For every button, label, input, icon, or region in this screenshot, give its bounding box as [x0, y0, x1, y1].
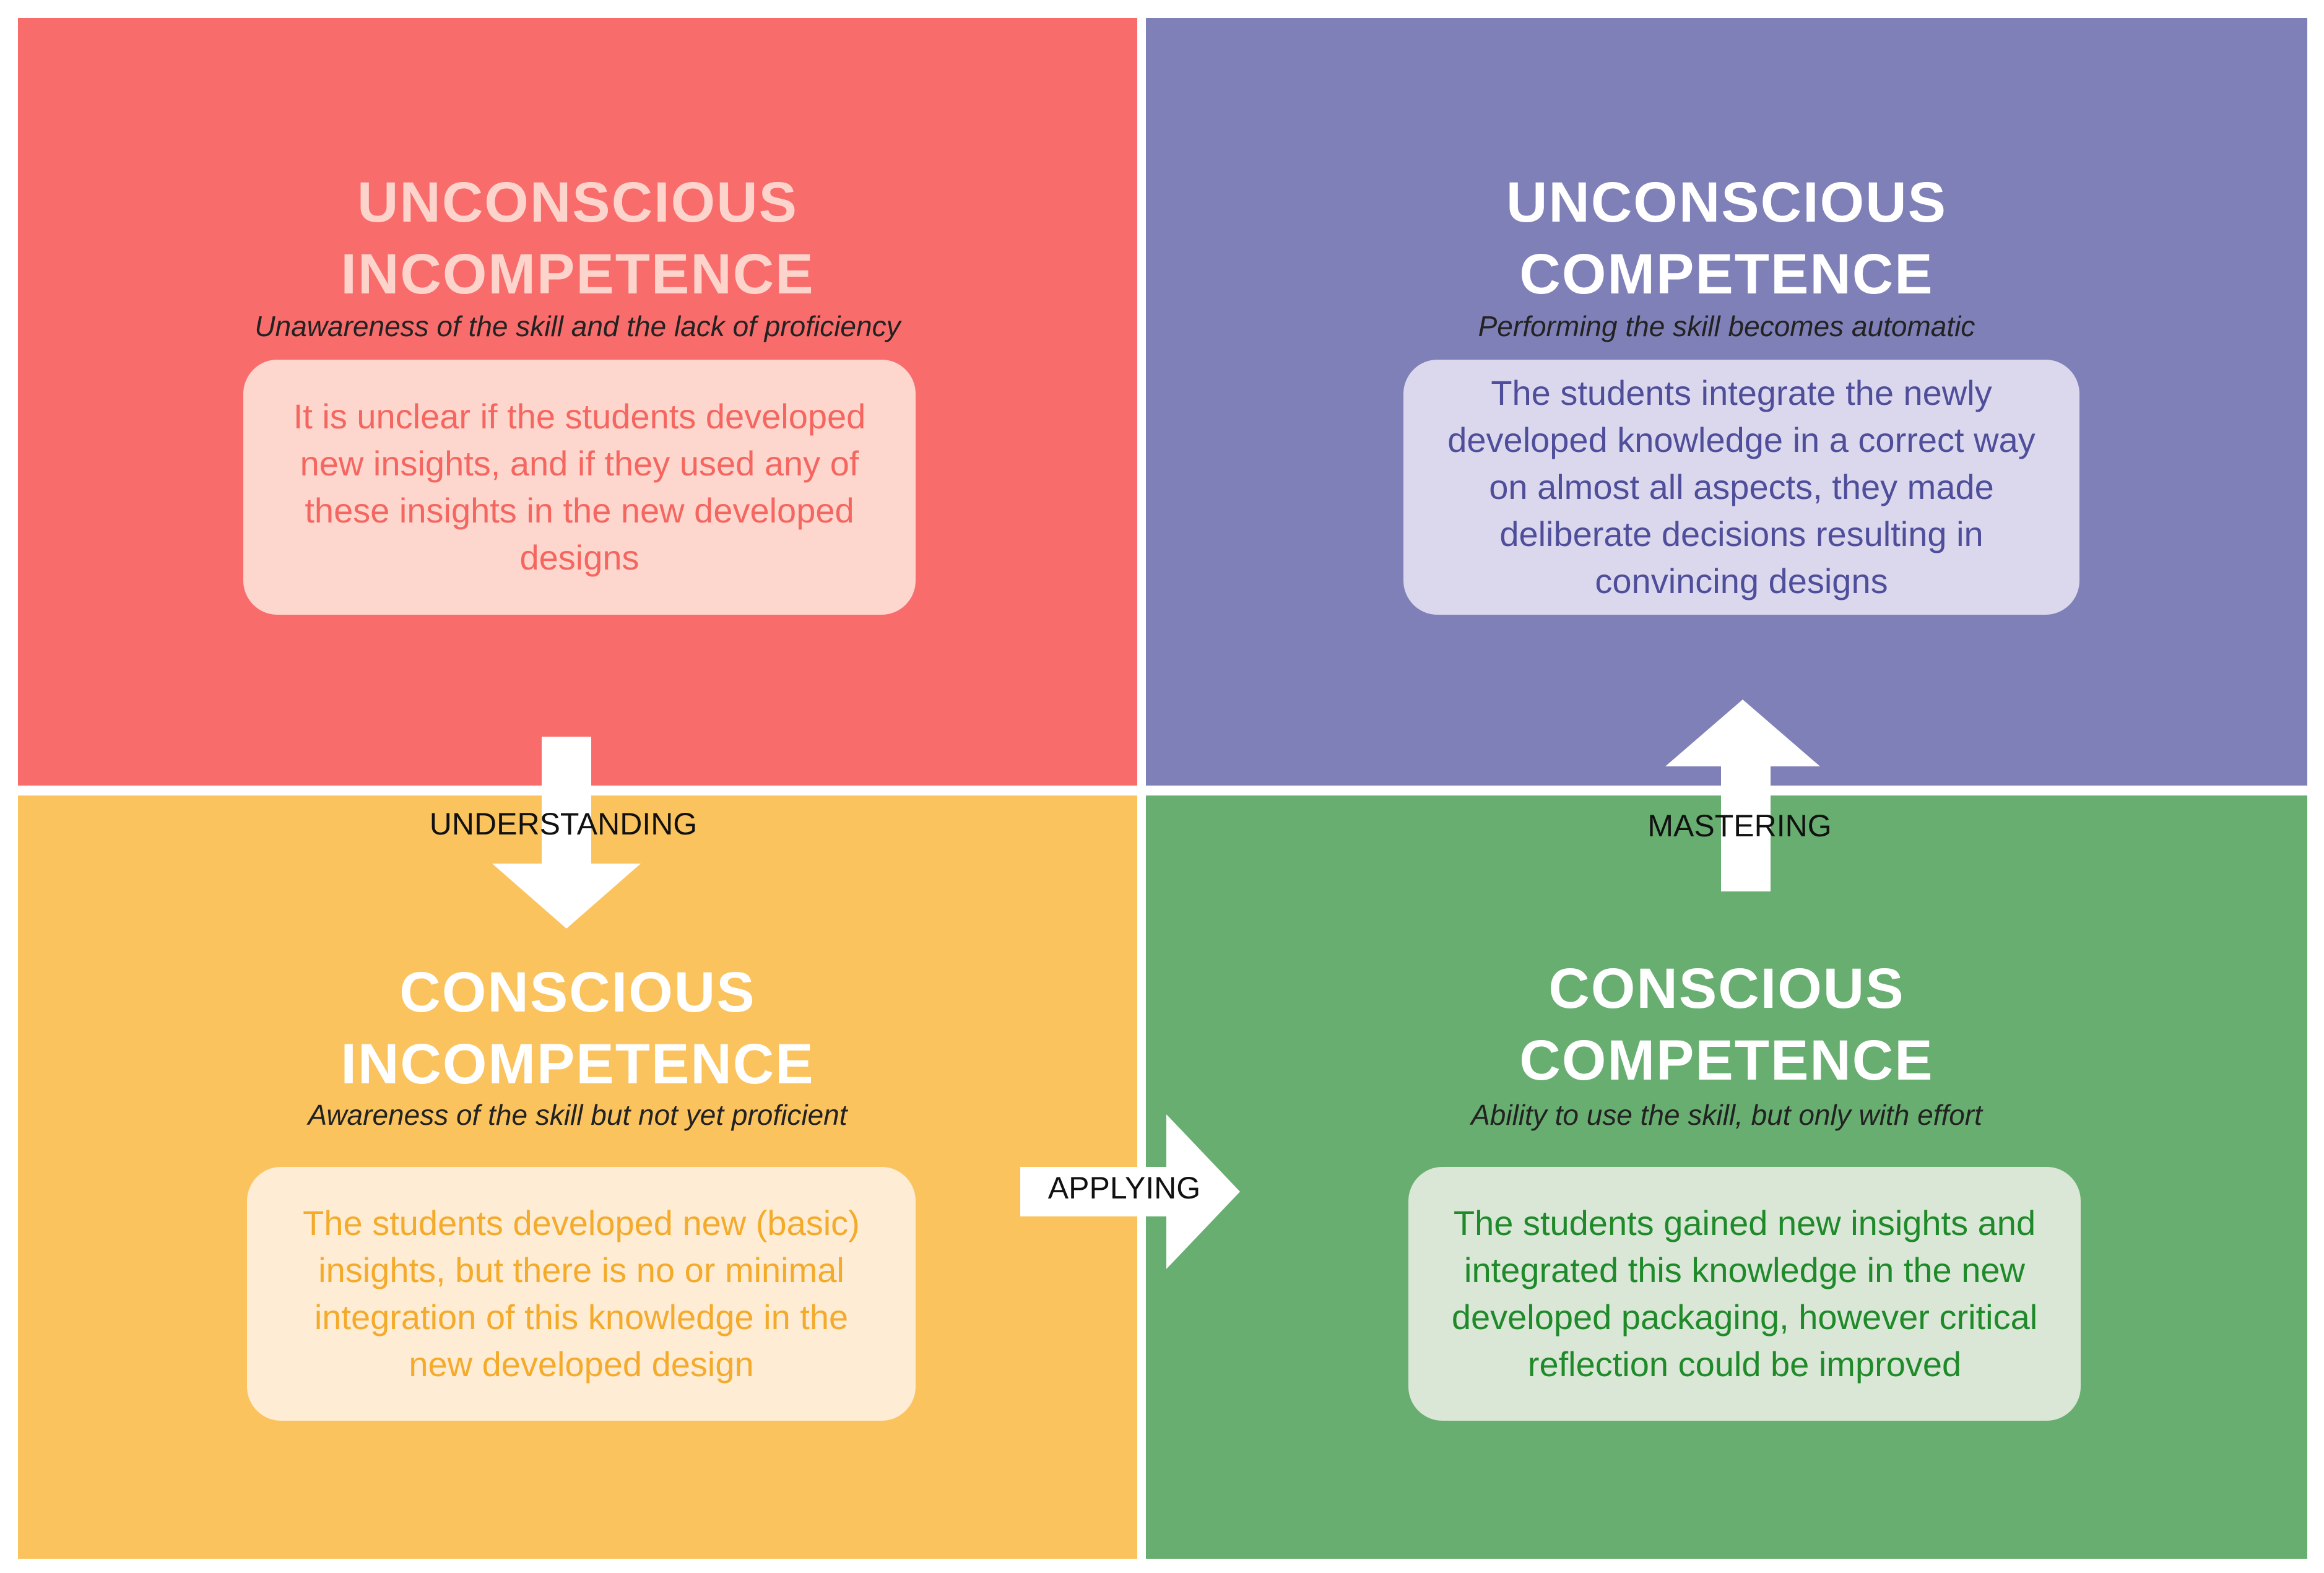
description-box: The students developed new (basic) insig…	[247, 1167, 916, 1421]
quadrant-unconscious-incompetence: UNCONSCIOUS INCOMPETENCE Unawareness of …	[18, 18, 1137, 786]
quadrant-title: CONSCIOUS INCOMPETENCE	[18, 956, 1137, 1100]
transition-label-understanding: UNDERSTANDING	[429, 807, 698, 841]
quadrant-title: UNCONSCIOUS INCOMPETENCE	[18, 167, 1137, 310]
title-line-2: INCOMPETENCE	[340, 1033, 815, 1096]
quadrant-subtitle: Awareness of the skill but not yet profi…	[308, 1099, 848, 1131]
description-text: The students integrate the newly develop…	[1447, 373, 2036, 600]
quadrant-subtitle: Ability to use the skill, but only with …	[1471, 1099, 1982, 1131]
description-box: It is unclear if the students developed …	[243, 360, 916, 615]
title-line-1: UNCONSCIOUS	[357, 171, 799, 234]
quadrant-title: CONSCIOUS COMPETENCE	[1146, 953, 2307, 1096]
description-text: The students developed new (basic) insig…	[303, 1203, 860, 1384]
transition-label-applying: APPLYING	[1047, 1171, 1201, 1205]
arrow-up-icon	[1665, 700, 1820, 891]
quadrant-conscious-competence: CONSCIOUS COMPETENCE Ability to use the …	[1146, 795, 2307, 1559]
quadrant-title: UNCONSCIOUS COMPETENCE	[1146, 167, 2307, 310]
description-text: It is unclear if the students developed …	[293, 397, 866, 577]
quadrant-conscious-incompetence: CONSCIOUS INCOMPETENCE Awareness of the …	[18, 795, 1137, 1559]
title-line-2: COMPETENCE	[1519, 243, 1934, 306]
title-line-2: INCOMPETENCE	[340, 243, 815, 306]
description-box: The students gained new insights and int…	[1408, 1167, 2081, 1421]
title-line-1: CONSCIOUS	[1548, 957, 1905, 1020]
arrow-down-icon	[492, 737, 641, 929]
quadrant-subtitle: Performing the skill becomes automatic	[1478, 310, 1975, 342]
quadrant-unconscious-competence: UNCONSCIOUS COMPETENCE Performing the sk…	[1146, 18, 2307, 786]
title-line-1: CONSCIOUS	[399, 961, 756, 1024]
description-box: The students integrate the newly develop…	[1403, 360, 2079, 615]
arrow-right-icon	[1020, 1114, 1240, 1269]
title-line-1: UNCONSCIOUS	[1506, 171, 1948, 234]
quadrant-subtitle: Unawareness of the skill and the lack of…	[254, 310, 901, 342]
description-text: The students gained new insights and int…	[1451, 1203, 2038, 1384]
title-line-2: COMPETENCE	[1519, 1029, 1934, 1092]
transition-label-mastering: MASTERING	[1647, 808, 1832, 843]
